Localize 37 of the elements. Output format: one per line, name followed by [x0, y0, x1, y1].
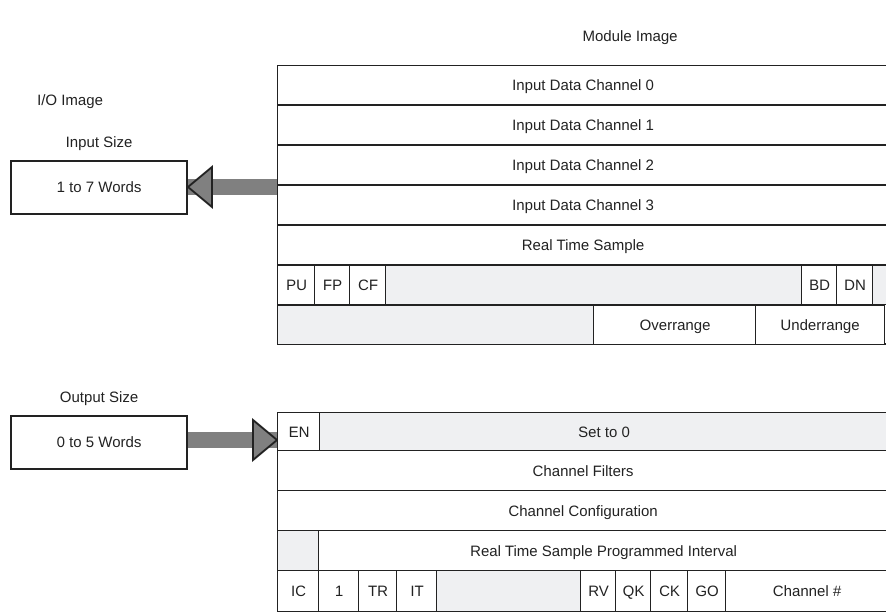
field-cell: Input Data Channel 0 [277, 65, 886, 105]
block-arrow [187, 166, 277, 208]
field-cell: RV [580, 570, 617, 612]
size-box: 0 to 5 Words [10, 415, 188, 470]
field-cell: EN [277, 412, 321, 452]
empty-cell [872, 265, 886, 305]
field-cell: Underrange [755, 305, 885, 345]
field-cell: Set to 0 [319, 412, 886, 452]
register-table [277, 65, 886, 345]
register-table [277, 412, 886, 612]
field-cell: PU [277, 265, 316, 305]
field-cell: QK [615, 570, 652, 612]
field-cell: Input Data Channel 3 [277, 185, 886, 225]
field-cell: Overrange [593, 305, 757, 345]
block-arrow [188, 419, 278, 461]
field-cell: Real Time Sample Programmed Interval [318, 530, 886, 572]
field-cell: Real Time Sample [277, 225, 886, 265]
size-heading: Output Size [58, 389, 140, 406]
field-cell: CF [349, 265, 387, 305]
field-cell: TR [358, 570, 398, 612]
field-cell: Channel # [725, 570, 886, 612]
field-cell: GO [687, 570, 727, 612]
field-cell: CK [650, 570, 689, 612]
field-cell: Input Data Channel 1 [277, 105, 886, 145]
field-cell: DN [836, 265, 874, 305]
section-title: Module Image [581, 28, 679, 45]
size-heading: Input Size [64, 134, 134, 151]
field-cell: FP [314, 265, 351, 305]
field-cell: BD [801, 265, 838, 305]
size-box: 1 to 7 Words [10, 160, 188, 215]
field-cell: 1 [318, 570, 360, 612]
field-cell: Channel Configuration [277, 490, 886, 532]
field-cell: IT [396, 570, 438, 612]
field-cell: Channel Filters [277, 450, 886, 492]
field-cell: IC [277, 570, 320, 612]
section-title: I/O Image [36, 92, 104, 109]
field-cell: Input Data Channel 2 [277, 145, 886, 185]
